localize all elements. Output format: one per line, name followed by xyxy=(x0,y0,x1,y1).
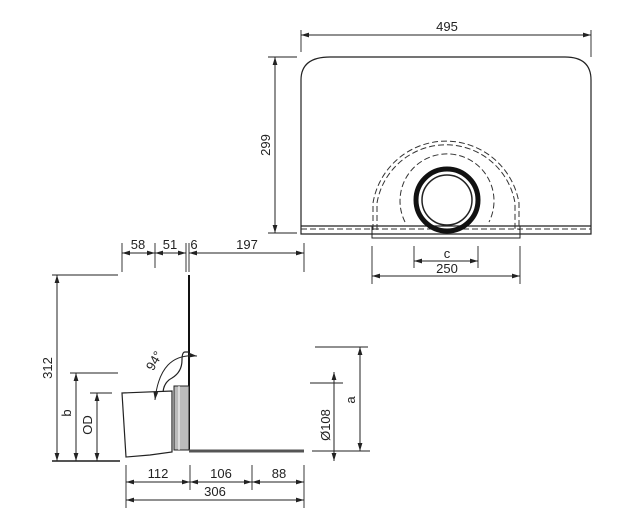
top-view: 495 299 c 250 xyxy=(258,19,592,284)
flange xyxy=(173,385,190,451)
pipe-inner xyxy=(421,174,473,226)
angle-arc xyxy=(153,352,198,401)
plate-outline xyxy=(300,56,592,235)
c-label: c xyxy=(444,246,451,261)
outer-hidden-arc-2 xyxy=(376,144,516,230)
top-dim-label: 197 xyxy=(236,237,258,252)
side-view: 94° 58 51 6 197 312 b OD 112 106 xyxy=(40,237,370,508)
b-label: b xyxy=(59,409,74,416)
top-dim-label: 6 xyxy=(190,237,197,252)
total-label: 306 xyxy=(204,484,226,499)
inner-hidden-arc xyxy=(399,153,495,223)
top-dim-label: 58 xyxy=(131,237,145,252)
pipe-outer xyxy=(413,166,481,234)
height-label: 299 xyxy=(258,134,273,156)
tray-width-label: 250 xyxy=(436,261,458,276)
diameter-label: Ø108 xyxy=(318,409,333,441)
top-dim-label: 51 xyxy=(163,237,177,252)
angle-label: 94° xyxy=(143,348,166,373)
height-312-label: 312 xyxy=(40,357,55,379)
bottom-dim-label: 106 xyxy=(210,466,232,481)
od-label: OD xyxy=(80,415,95,435)
bottom-dim-label: 112 xyxy=(148,466,169,481)
tray xyxy=(371,225,521,239)
bottom-dim-label: 88 xyxy=(272,466,286,481)
outer-hidden-arc xyxy=(372,140,520,230)
pipe-body xyxy=(121,390,173,458)
a-label: a xyxy=(343,396,358,404)
width-label: 495 xyxy=(436,19,458,34)
